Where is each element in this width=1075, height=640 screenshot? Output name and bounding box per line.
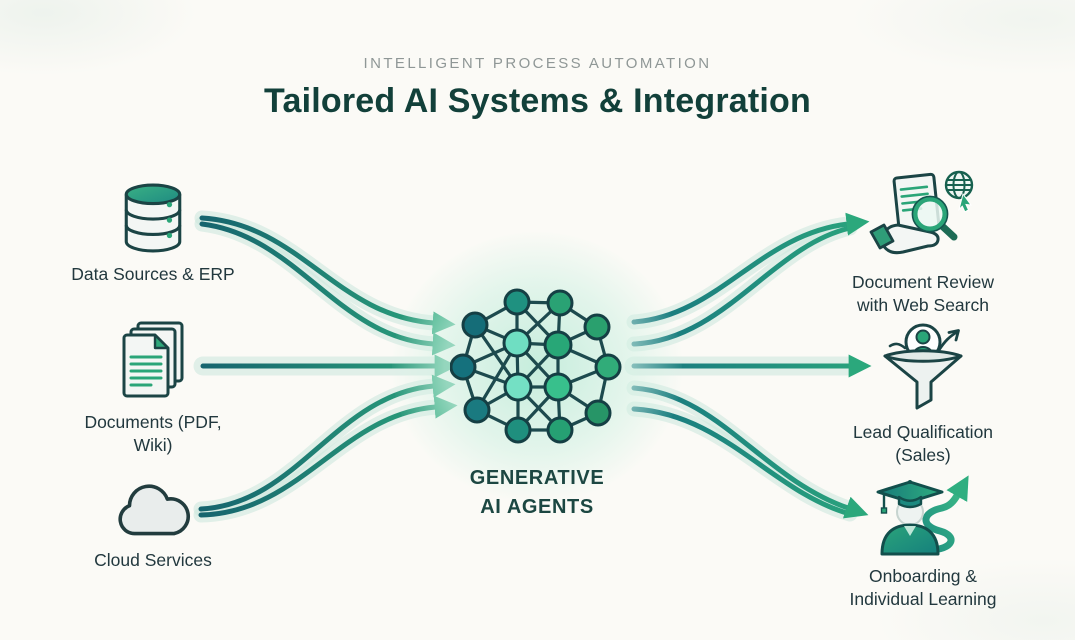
input-label-data-sources: Data Sources & ERP bbox=[71, 264, 235, 284]
graduate-growth-icon bbox=[867, 470, 979, 556]
input-label-cloud: Cloud Services bbox=[94, 550, 212, 570]
lead-funnel-icon bbox=[874, 318, 972, 412]
output-label-onboarding: Onboarding & Individual Learning bbox=[849, 566, 997, 610]
output-lead-qualification: Lead Qualification (Sales) bbox=[808, 318, 1038, 467]
output-label-document-review: Document Review with Web Search bbox=[852, 272, 994, 316]
input-cloud: Cloud Services bbox=[38, 484, 268, 572]
output-onboarding: Onboarding & Individual Learning bbox=[808, 470, 1038, 611]
input-data-sources: Data Sources & ERP bbox=[38, 182, 268, 286]
cloud-icon bbox=[114, 484, 192, 540]
input-label-documents: Documents (PDF, Wiki) bbox=[84, 412, 222, 456]
database-icon bbox=[123, 182, 183, 254]
document-search-globe-icon bbox=[867, 170, 979, 262]
network-nodes bbox=[450, 288, 622, 444]
documents-icon bbox=[118, 320, 188, 402]
center-label: GENERATIVE AI AGENTS bbox=[469, 467, 605, 518]
neural-network-icon bbox=[450, 288, 622, 444]
input-documents: Documents (PDF, Wiki) bbox=[38, 320, 268, 457]
eyebrow-text: INTELLIGENT PROCESS AUTOMATION bbox=[363, 55, 712, 72]
output-document-review: Document Review with Web Search bbox=[808, 170, 1038, 317]
output-label-lead-qualification: Lead Qualification (Sales) bbox=[852, 422, 994, 466]
page-title: Tailored AI Systems & Integration bbox=[264, 82, 811, 120]
